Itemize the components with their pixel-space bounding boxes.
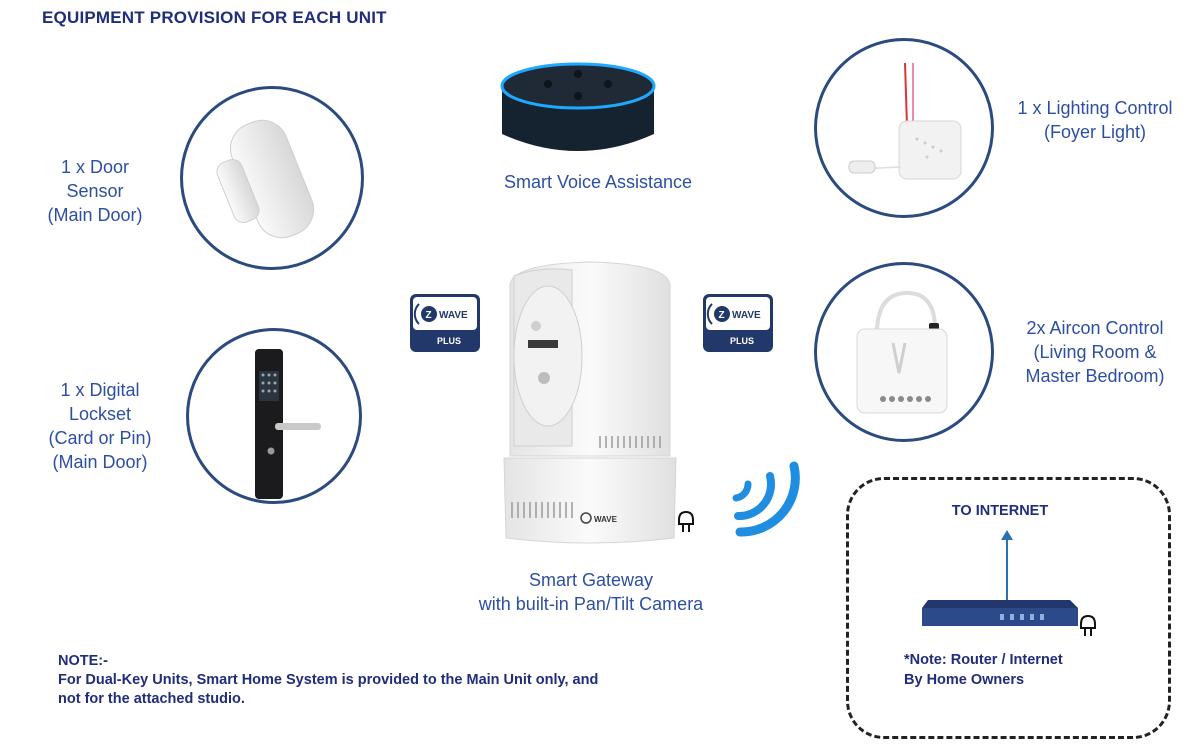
door-sensor-label-line: (Main Door)	[47, 205, 143, 225]
footer-note: NOTE:- For Dual-Key Units, Smart Home Sy…	[58, 652, 778, 709]
footer-note-heading: NOTE:-	[58, 653, 108, 669]
door-sensor-image	[216, 119, 315, 239]
lighting-control-label-line: (Foyer Light)	[1043, 122, 1147, 142]
aircon-control-image	[856, 290, 948, 414]
gateway-label-line: Smart Gateway	[528, 570, 654, 590]
zwave-tier-text: PLUS	[730, 336, 754, 346]
lockset-label-line: Lockset	[68, 404, 132, 424]
lockset-circle	[186, 328, 362, 504]
door-sensor-label-line: 1 x Door	[60, 157, 130, 177]
router-note-line: *Note: Router / Internet	[904, 652, 1063, 668]
aircon-control-label-line: 2x Aircon Control	[1026, 318, 1164, 338]
gateway-brand-text: WAVE	[594, 515, 618, 524]
zwave-plus-badge-left: Z WAVE PLUS	[410, 294, 480, 352]
zwave-tier-text: PLUS	[437, 336, 461, 346]
footer-note-line: For Dual-Key Units, Smart Home System is…	[58, 672, 599, 688]
gateway-label: Smart Gateway with built-in Pan/Tilt Cam…	[440, 568, 742, 616]
lockset-label-line: 1 x Digital	[60, 380, 140, 400]
page-title: EQUIPMENT PROVISION FOR EACH UNIT	[42, 8, 387, 27]
gateway-label-line: with built-in Pan/Tilt Camera	[478, 594, 704, 614]
lockset-label-line: (Card or Pin)	[48, 428, 152, 448]
up-arrow-icon	[1001, 530, 1013, 602]
smart-gateway-image: WAVE	[503, 261, 677, 544]
aircon-control-label: 2x Aircon Control (Living Room & Master …	[1005, 316, 1185, 388]
lighting-control-label-line: 1 x Lighting Control	[1017, 98, 1173, 118]
zwave-brand-text: WAVE	[732, 310, 761, 321]
aircon-control-label-line: (Living Room &	[1033, 342, 1157, 362]
lockset-label: 1 x Digital Lockset (Card or Pin) (Main …	[30, 378, 170, 474]
door-sensor-label: 1 x Door Sensor (Main Door)	[30, 155, 160, 227]
zwave-z-letter: Z	[719, 310, 725, 321]
plug-icon	[1080, 614, 1096, 636]
plug-icon	[678, 510, 694, 532]
wifi-signal-icon	[732, 461, 800, 537]
router-image	[922, 600, 1078, 626]
to-internet-label: TO INTERNET	[951, 503, 1049, 519]
router-note-line: By Home Owners	[904, 672, 1025, 688]
router-box	[846, 477, 1171, 739]
lighting-control-label: 1 x Lighting Control (Foyer Light)	[1000, 96, 1190, 144]
door-sensor-label-line: Sensor	[66, 181, 124, 201]
zwave-brand-text: WAVE	[439, 310, 468, 321]
voice-assistant-label: Smart Voice Assistance	[503, 172, 693, 192]
aircon-control-circle	[814, 262, 994, 442]
router-note: *Note: Router / Internet By Home Owners	[904, 650, 1104, 690]
door-sensor-circle	[180, 86, 364, 270]
lockset-label-line: (Main Door)	[52, 452, 148, 472]
voice-assistant-image	[500, 62, 656, 151]
aircon-control-label-line: Master Bedroom)	[1025, 366, 1165, 386]
lighting-control-image	[848, 62, 962, 180]
zwave-plus-badge-right: Z WAVE PLUS	[703, 294, 773, 352]
footer-note-line: not for the attached studio.	[58, 691, 245, 707]
zwave-z-letter: Z	[426, 310, 432, 321]
lockset-image	[255, 349, 321, 499]
lighting-control-circle	[814, 38, 994, 218]
